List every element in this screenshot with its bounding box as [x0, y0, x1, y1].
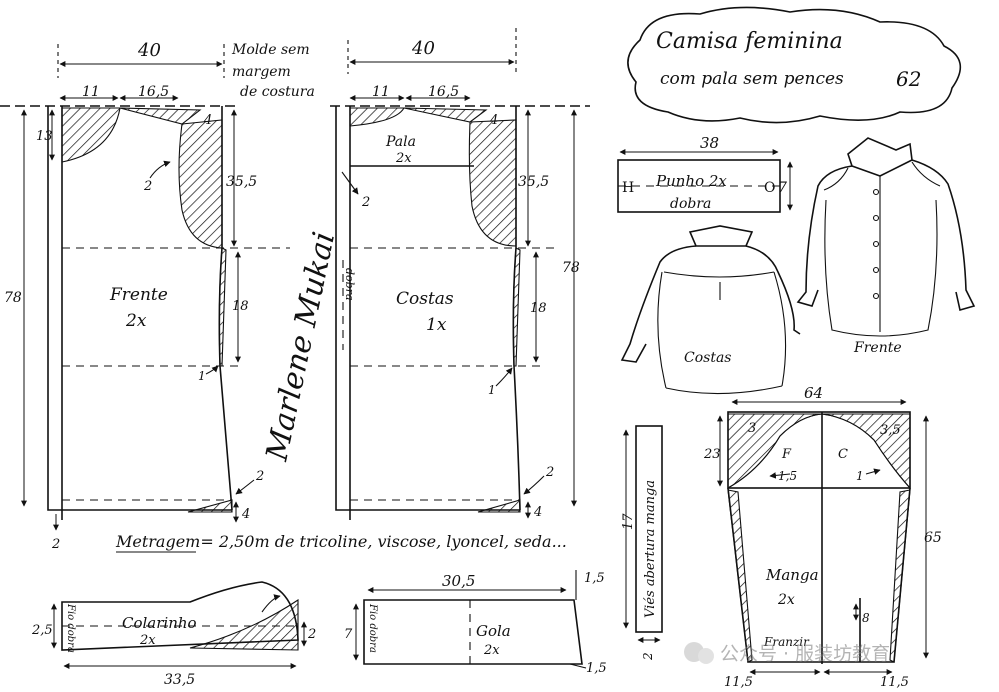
- sleeve-mark-b: 1: [856, 469, 864, 483]
- front-piece: 40 11 16,5 4 13 2 35,5: [0, 40, 290, 552]
- bias-strip: 17 Viés abertura manga 2: [621, 425, 663, 661]
- title-cloud: Camisa feminina com pala sem pences 62: [627, 6, 962, 124]
- bias-width: 2: [641, 652, 655, 661]
- back-length: 78: [562, 260, 580, 276]
- front-armhole-mark: 2: [143, 179, 152, 194]
- collar-corner-bottom: 1,5: [586, 661, 607, 676]
- collar-stand-fold: Fio dobra: [65, 603, 76, 653]
- front-hem-mark: 4: [241, 507, 250, 522]
- back-yoke-count: 2x: [395, 151, 412, 166]
- back-piece: 40 11 16,5 Pala 2x 4 35,5 2 18 78 d: [330, 28, 590, 520]
- front-neck-depth: 13: [36, 129, 53, 144]
- back-yoke-label: Pala: [385, 134, 416, 150]
- collar-length: 30,5: [442, 572, 475, 590]
- sleeve-label: Manga: [765, 566, 819, 584]
- back-count: 1x: [426, 315, 447, 335]
- sleeve-count: 2x: [777, 592, 795, 608]
- sleeve-bottom-left: 11,5: [724, 675, 753, 690]
- collar-stand-count: 2x: [139, 633, 156, 648]
- sleeve-cap-height: 23: [703, 447, 721, 462]
- sleeve-cap-right: 3,5: [880, 423, 901, 438]
- sleeve-mark-a: 1,5: [778, 469, 797, 483]
- pattern-note: Molde sem margem de costura: [231, 42, 315, 100]
- back-waist-gap: 18: [530, 301, 547, 316]
- front-shoulder-b: 16,5: [138, 84, 169, 100]
- cuff-buttonhole-mark: O: [764, 180, 775, 196]
- signature: Marlene Mukai: [259, 229, 342, 465]
- sleeve-slit: 8: [862, 611, 870, 625]
- note-line-3: de costura: [240, 84, 315, 100]
- front-shirt-sketch: Frente: [796, 137, 976, 356]
- front-waist-gap: 18: [232, 299, 249, 314]
- note-line-1: Molde sem: [231, 42, 310, 58]
- front-width-label: 40: [137, 40, 161, 61]
- back-side-mark-1: 1: [488, 383, 496, 397]
- title-line-1: Camisa feminina: [656, 29, 843, 54]
- cuff-piece: 38 H O Punho 2x dobra 7: [617, 134, 793, 213]
- cuff-height: 7: [778, 180, 787, 196]
- front-armhole-depth: 35,5: [226, 174, 257, 190]
- back-shoulder-a: 11: [372, 84, 390, 100]
- back-shirt-sketch: Costas: [620, 225, 801, 395]
- sleeve-length: 65: [924, 530, 942, 546]
- cuff-label: Punho 2x: [655, 172, 727, 190]
- bias-length: 17: [621, 513, 636, 530]
- back-fold-label: dobra: [343, 268, 356, 301]
- cuff-fold: dobra: [670, 196, 711, 212]
- sleeve-cap-left: 3: [748, 421, 756, 436]
- back-shoulder-b: 16,5: [428, 84, 459, 100]
- sleeve-bottom-right: 11,5: [880, 675, 909, 690]
- sleeve-front-mark: F: [781, 447, 792, 462]
- collar-stand-height-left: 2,5: [31, 623, 53, 638]
- collar-count: 2x: [483, 643, 500, 658]
- front-side-mark-1: 1: [198, 369, 206, 383]
- back-side-mark-2: 2: [545, 465, 554, 480]
- sleeve-piece: 64 3 3,5 23 F C 1,5 1 65 Manga 2x Franzi…: [703, 384, 942, 690]
- back-shoulder-drop: 4: [489, 113, 498, 128]
- back-armhole-depth: 35,5: [518, 174, 549, 190]
- collar-height: 7: [344, 627, 353, 642]
- front-shoulder-drop: 4: [203, 113, 212, 128]
- front-shoulder-a: 11: [82, 84, 100, 100]
- collar-label: Gola: [476, 622, 511, 640]
- collar-fold: Fio dobra: [367, 603, 378, 653]
- collar-stand-length: 33,5: [164, 672, 195, 688]
- front-length: 78: [4, 290, 22, 306]
- back-width-label: 40: [411, 38, 435, 59]
- collar-stand-label: Colarinho: [122, 614, 197, 632]
- yardage-note: Metragem= 2,50m de tricoline, viscose, l…: [115, 532, 567, 551]
- cuff-button-mark: H: [622, 180, 634, 196]
- back-sketch-label: Costas: [684, 350, 731, 366]
- sleeve-back-mark: C: [838, 447, 848, 462]
- back-mark-2: 2: [361, 195, 370, 210]
- front-side-mark-2: 2: [255, 469, 264, 484]
- collar-piece: 30,5 7 Fio dobra Gola 2x 1,5 1,5: [344, 570, 607, 676]
- bias-label: Viés abertura manga: [643, 480, 658, 618]
- front-count: 2x: [125, 311, 147, 331]
- title-line-2: com pala sem pences: [660, 69, 844, 89]
- front-sketch-label: Frente: [853, 340, 902, 356]
- back-hem-mark: 4: [533, 505, 542, 520]
- watermark-text: 公众号 · 服装坊教育: [720, 643, 890, 665]
- back-label: Costas: [396, 289, 454, 309]
- collar-corner-top: 1,5: [584, 571, 605, 586]
- sleeve-gather: Franzir: [763, 635, 810, 649]
- cuff-width: 38: [700, 134, 719, 152]
- front-label: Frente: [109, 285, 168, 305]
- collar-stand-piece: 2,5 Fio dobra Colarinho 2x 2 33,5: [31, 581, 316, 688]
- front-bottom-mark: 2: [51, 537, 60, 552]
- watermark: 公众号 · 服装坊教育: [684, 642, 890, 665]
- collar-stand-height-right: 2: [307, 627, 316, 642]
- note-line-2: margem: [232, 64, 291, 80]
- sleeve-width: 64: [804, 384, 823, 402]
- title-number: 62: [896, 67, 921, 91]
